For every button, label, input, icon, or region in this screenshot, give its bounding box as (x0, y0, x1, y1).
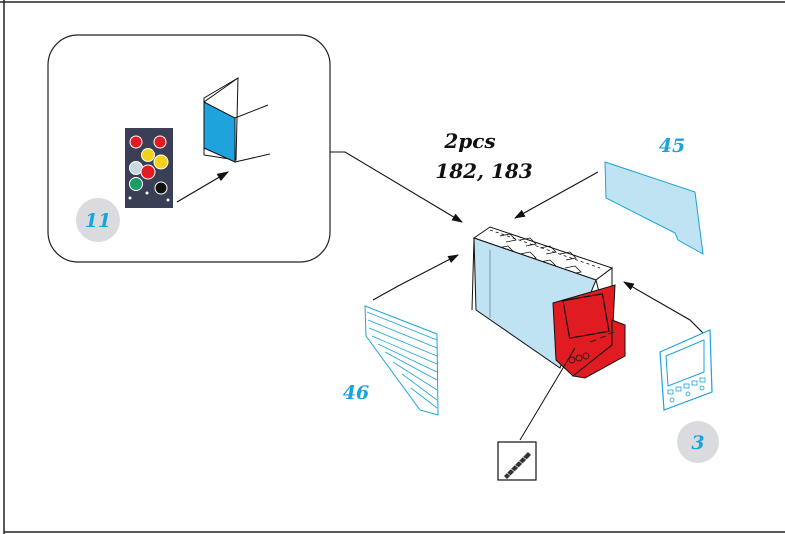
panel-arrow (176, 171, 230, 203)
blue-block-face (203, 77, 271, 163)
quantity-label: 2pcs (443, 129, 495, 153)
part3-arrow (623, 281, 709, 339)
part-45-panel: 45 (604, 135, 704, 255)
inset-leader-arrow (330, 151, 463, 223)
part46-arrow (372, 254, 459, 301)
part-number-11: 11 (85, 210, 111, 232)
part-list-label: 182, 183 (435, 159, 533, 183)
part-badge-3: 3 (677, 421, 719, 463)
part-badge-11: 11 (76, 198, 120, 242)
main-assembly (471, 226, 626, 379)
part-number-46: 46 (343, 382, 369, 404)
part-46-panel: 46 (343, 305, 439, 416)
part-number-3: 3 (691, 432, 704, 454)
part-3-display (659, 329, 713, 411)
control-panel-icon (125, 128, 173, 208)
detail-inset: 11 (47, 34, 331, 263)
template-leader (519, 347, 576, 441)
part45-arrow (514, 171, 599, 219)
cutting-template-icon (497, 441, 537, 481)
part-number-45: 45 (659, 135, 685, 157)
